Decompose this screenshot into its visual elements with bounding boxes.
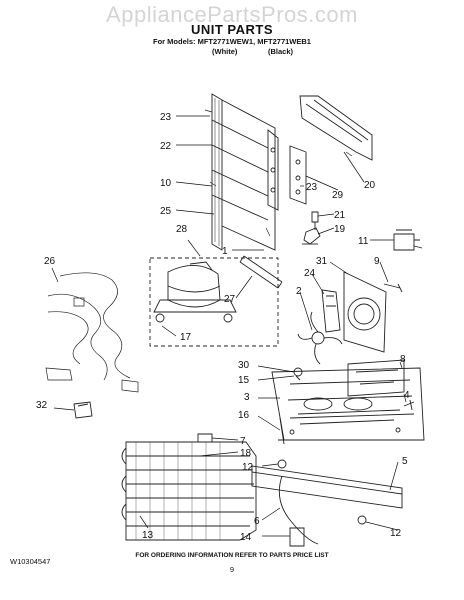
variant-white: (White): [212, 47, 238, 56]
callout-label: 32: [36, 400, 48, 411]
callout-label: 23: [306, 182, 318, 193]
page-number: 9: [229, 565, 235, 574]
coil-assembly: [121, 441, 257, 541]
callout-label: 4: [404, 390, 410, 401]
callout-label: 12: [242, 462, 254, 473]
callout-label: 22: [160, 141, 172, 152]
variant-black: (Black): [268, 47, 294, 56]
callout-label: 17: [180, 332, 192, 343]
callout-label: 21: [334, 210, 346, 221]
page-title: UNIT PARTS: [190, 22, 274, 37]
callout-label: 19: [334, 224, 346, 235]
callout-label: 14: [240, 532, 252, 543]
callout-label: 9: [374, 256, 380, 267]
compressor: [153, 261, 237, 323]
callout-label: 31: [316, 256, 328, 267]
callout-label: 27: [224, 294, 236, 305]
base-plate: [271, 367, 425, 441]
callout-label: 1: [222, 246, 228, 257]
document-id: W10304547: [10, 557, 51, 566]
air-baffle: [299, 95, 373, 161]
leader-lines: [51, 115, 407, 537]
callout-label: 3: [244, 392, 250, 403]
callout-label: 16: [238, 410, 250, 421]
callout-label: 29: [332, 190, 344, 201]
model-numbers: For Models: MFT2771WEW1, MFT2771WEB1: [153, 37, 311, 46]
callout-label: 23: [160, 112, 172, 123]
condenser-assembly: [204, 93, 279, 251]
capacitor: [393, 229, 423, 251]
callout-label: 26: [44, 256, 56, 267]
callout-label: 8: [400, 354, 406, 365]
fan-shroud: [343, 271, 387, 353]
mounting-bracket: [347, 359, 405, 397]
drain-pan: [251, 465, 403, 509]
callout-label: 24: [304, 268, 316, 279]
callout-label: 20: [364, 180, 376, 191]
callout-label: 15: [238, 375, 250, 386]
ordering-note: FOR ORDERING INFORMATION REFER TO PARTS …: [135, 552, 329, 559]
wiring-harness: [45, 272, 139, 393]
side-bracket: [289, 145, 307, 205]
callout-label: 2: [296, 286, 302, 297]
callout-label: 25: [160, 206, 172, 217]
callout-label: 11: [358, 236, 369, 247]
callout-label: 13: [142, 530, 154, 541]
callout-label: 12: [390, 528, 402, 539]
callout-label: 6: [254, 516, 260, 527]
callout-label: 10: [160, 178, 172, 189]
watermark: AppliancePartsPros.com: [106, 2, 358, 27]
fan-blade: [297, 311, 343, 365]
callout-label: 30: [238, 360, 250, 371]
callout-label: 5: [402, 456, 408, 467]
callout-label: 18: [240, 448, 252, 459]
callout-label: 7: [240, 436, 246, 447]
callout-label: 28: [176, 224, 188, 235]
